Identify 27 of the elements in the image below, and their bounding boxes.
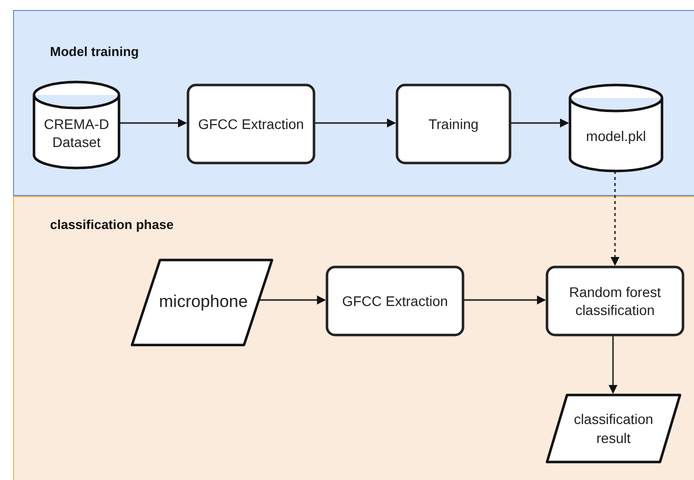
database-cylinder [33, 81, 120, 169]
arrow [463, 296, 546, 304]
arrow [510, 118, 569, 128]
node-label: model.pkl [586, 126, 646, 146]
node-label: microphone [159, 291, 245, 314]
node-label: classification result [572, 410, 654, 447]
database-cylinder [569, 84, 663, 172]
data-parallelogram [546, 394, 681, 463]
arrow [608, 335, 618, 394]
node-label: GFCC Extraction [342, 292, 448, 310]
arrow [314, 118, 396, 128]
arrow [610, 171, 620, 266]
phase-band [13, 10, 694, 196]
data-parallelogram [131, 259, 273, 346]
section-title: Model training [50, 44, 139, 59]
process-box [326, 266, 464, 336]
node-label: Training [428, 114, 479, 134]
node-label: GFCC Extraction [198, 114, 304, 134]
process-box [187, 84, 315, 164]
phase-band [13, 196, 694, 480]
arrow [119, 118, 187, 128]
process-box [546, 266, 684, 336]
arrow [258, 296, 326, 304]
node-label: Random forest classification [568, 282, 662, 320]
section-title: classification phase [50, 217, 174, 232]
process-box [396, 84, 511, 164]
node-label: CREMA-D Dataset [42, 114, 110, 152]
